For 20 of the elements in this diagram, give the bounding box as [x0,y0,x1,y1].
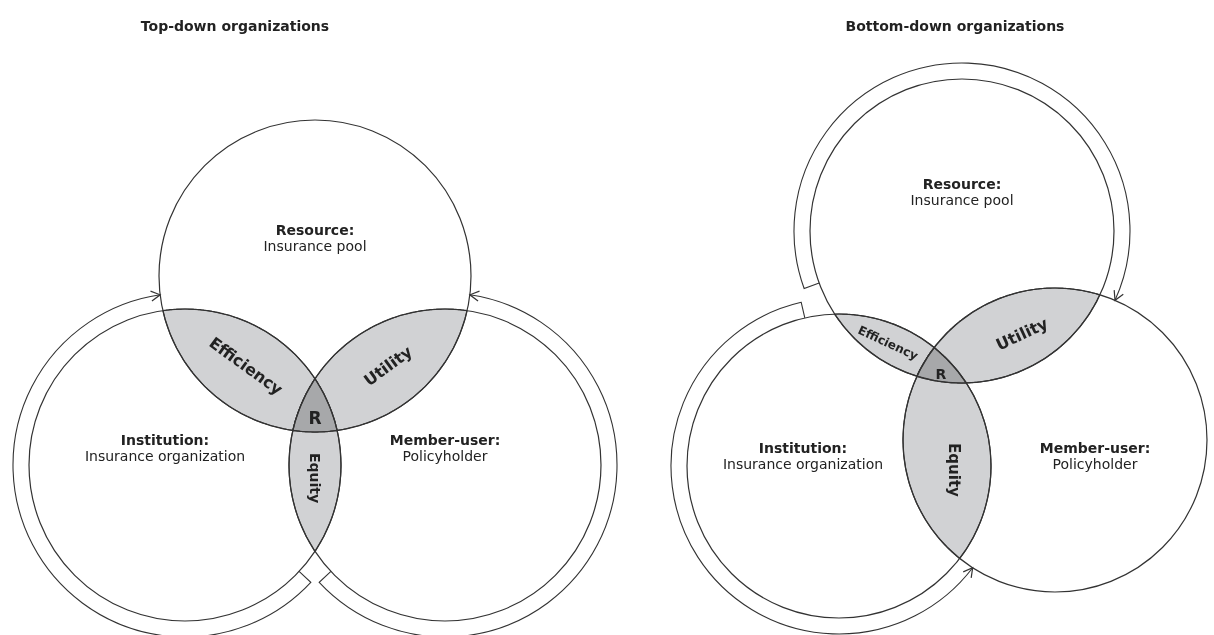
role-heading: Resource: [274,222,356,238]
role-heading: Member-user: [389,432,501,448]
role-description: Insurance organization [722,456,884,472]
role-description: Insurance pool [263,238,367,254]
panel-title: Top-down organizations [140,18,330,34]
region-label: R [935,366,947,382]
panel-title: Bottom-down organizations [845,18,1065,34]
role-heading: Member-user: [1039,440,1151,456]
cycle-arrow [12,291,312,635]
role-description: Policyholder [1051,456,1139,472]
role-description: Insurance organization [84,448,246,464]
role-description: Policyholder [401,448,489,464]
role-heading: Resource: [921,176,1003,192]
region-label: Equity [307,452,323,504]
role-heading: Institution: [119,432,211,448]
cycle-arrow [318,291,618,635]
region-label: Equity [945,443,963,497]
role-description: Insurance pool [910,192,1014,208]
role-heading: Institution: [757,440,849,456]
region-label: R [308,408,322,428]
